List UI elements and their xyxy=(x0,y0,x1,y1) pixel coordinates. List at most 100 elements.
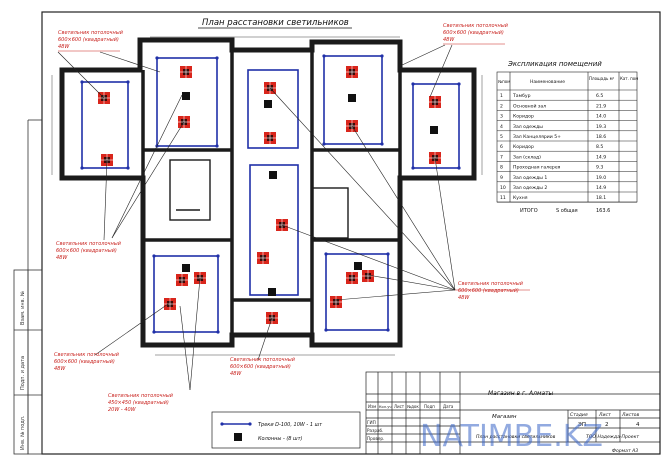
schedule-cell-no: 7 xyxy=(500,154,503,160)
callout-line: 600×600 (квадратный) xyxy=(56,248,117,254)
schedule-cell-no: 10 xyxy=(500,185,506,191)
stamp-header: №док xyxy=(407,404,419,409)
schedule-cell-name: Основной зал xyxy=(513,102,546,109)
light-fixture xyxy=(180,66,192,78)
column-marker xyxy=(348,94,356,102)
side-stamp-label: Взам. инв. № xyxy=(20,290,26,325)
column-marker xyxy=(182,92,190,100)
light-fixture xyxy=(362,270,374,282)
schedule-cell-no: 5 xyxy=(500,134,503,140)
schedule-header: Площадь м² xyxy=(589,76,615,81)
shaft-blocks xyxy=(169,159,349,239)
schedule-cell-area: 19.0 xyxy=(596,175,606,181)
stamp-format: Формат А3 xyxy=(612,448,638,454)
schedule-cell-area: 19.3 xyxy=(596,124,606,130)
callout-line: 48W xyxy=(56,255,68,261)
track-loops xyxy=(81,55,460,333)
callout: Светильник потолочный 600×600 (квадратны… xyxy=(58,30,124,52)
schedule-cell-area: 6.5 xyxy=(596,93,603,99)
dimension-lines xyxy=(51,36,483,356)
stamp-sheets: 4 xyxy=(636,422,640,428)
light-fixture xyxy=(346,272,358,284)
schedule-cell-area: 8.5 xyxy=(596,144,603,150)
stamp-stage: ЭП xyxy=(578,422,586,428)
stamp-org: ТОО Надежда-Проект xyxy=(586,434,639,440)
light-fixture xyxy=(176,274,188,286)
stamp-sheet-label: Лист xyxy=(598,412,611,418)
schedule-header: Кат. пом xyxy=(620,76,638,81)
callout-line: 48W xyxy=(58,44,70,50)
stamp-project: Магазин в г. Алматы xyxy=(488,390,554,397)
schedule-total-mid: S общая xyxy=(556,208,578,214)
callout-line: Светильник потолочный xyxy=(458,281,524,287)
callout-line: 48W xyxy=(458,295,470,301)
plan-title: План расстановки светильников xyxy=(202,18,349,28)
column-marker xyxy=(354,262,362,270)
schedule-title: Экспликация помещений xyxy=(507,60,602,68)
schedule-cell-no: 2 xyxy=(500,103,503,109)
callout-line: Светильник потолочный xyxy=(58,30,124,36)
legend-track: Треки D-100, 10W - 1 шт xyxy=(258,422,323,428)
leader-lines xyxy=(57,44,456,391)
callout-line: Светильник потолочный xyxy=(54,352,120,358)
schedule-cell-no: 3 xyxy=(500,114,503,120)
callout: Светильник потолочный 600×600 (квадратны… xyxy=(230,357,296,377)
schedule-cell-area: 21.9 xyxy=(596,103,606,109)
stamp-header: Лист xyxy=(394,404,405,409)
watermark: NATIMBE.KZ xyxy=(420,419,603,454)
callout: Светильник потолочный 600×600 (квадратны… xyxy=(56,241,122,261)
schedule-cell-name: Кухня xyxy=(513,195,528,201)
callout-line: 48W xyxy=(230,371,242,377)
column-marker xyxy=(264,100,272,108)
callout-line: 600×600 (квадратный) xyxy=(54,359,115,365)
schedule-cell-name: Зал Канцелярии 5+ xyxy=(513,134,561,140)
callout-line: 600×600 (квадратный) xyxy=(230,364,291,370)
stamp-sheet: 2 xyxy=(605,422,609,428)
callout-line: Светильник потолочный xyxy=(230,357,296,363)
track-nodes xyxy=(80,54,461,334)
schedule-cell-name: Зал одежды xyxy=(513,124,543,130)
callout: Светильник потолочный 450×450 (квадратны… xyxy=(108,393,174,413)
light-fixture xyxy=(330,296,342,308)
light-fixture xyxy=(164,298,176,310)
callout: Светильник потолочный 600×600 (квадратны… xyxy=(54,352,120,372)
light-fixture xyxy=(429,96,441,108)
schedule-cell-area: 9.3 xyxy=(596,165,603,171)
schedule-cell-name: Проходная галерея xyxy=(513,165,561,171)
schedule-cell-no: 4 xyxy=(500,124,503,130)
schedule-cell-area: 18.1 xyxy=(596,195,606,201)
stamp-header: Дата xyxy=(443,404,454,409)
callout-line: 600×600 (квадратный) xyxy=(458,288,519,294)
stamp-header: Подп xyxy=(424,404,435,409)
schedule-cell-no: 11 xyxy=(500,195,506,201)
callout-line: Светильник потолочный xyxy=(56,241,122,247)
stamp-sheets-label: Листов xyxy=(621,412,639,418)
schedule-cell-name: Зал одежды 1 xyxy=(513,175,547,181)
stamp-drawing: План расстановки светильников xyxy=(476,434,556,440)
stamp-header: Изм xyxy=(368,404,376,409)
schedule-cell-name: Зал одежды 2 xyxy=(513,185,547,191)
callout: Светильник потолочный 600×600 (квадратны… xyxy=(443,23,509,45)
schedule-total-value: 163.6 xyxy=(596,208,610,214)
schedule-cell-area: 14.0 xyxy=(596,114,606,120)
schedule-cell-name: Зал (склад) xyxy=(513,154,541,160)
callout-line: 600×600 (квадратный) xyxy=(58,37,119,43)
schedule-cell-no: 9 xyxy=(500,175,503,181)
light-fixture xyxy=(257,252,269,264)
light-fixture xyxy=(346,66,358,78)
plan-legend: Треки D-100, 10W - 1 шт Колонны - (8 шт) xyxy=(211,411,361,449)
side-stamp-label: Инв. № подл. xyxy=(20,415,26,450)
callout-line: 48W xyxy=(54,366,66,372)
schedule-total-label: ИТОГО xyxy=(520,208,538,214)
column-marker xyxy=(430,126,438,134)
callout-line: 600×600 (квадратный) xyxy=(443,30,504,36)
columns xyxy=(182,92,438,296)
stamp-header: Кол.уч xyxy=(379,405,391,409)
callout-line: Светильник потолочный xyxy=(108,393,174,399)
callout-line: 450×450 (квадратный) xyxy=(108,400,169,406)
stamp-row-label: ГИП xyxy=(367,420,376,425)
column-marker xyxy=(182,264,190,272)
schedule-cell-no: 8 xyxy=(500,165,503,171)
callout-line: Светильник потолочный xyxy=(443,23,509,29)
